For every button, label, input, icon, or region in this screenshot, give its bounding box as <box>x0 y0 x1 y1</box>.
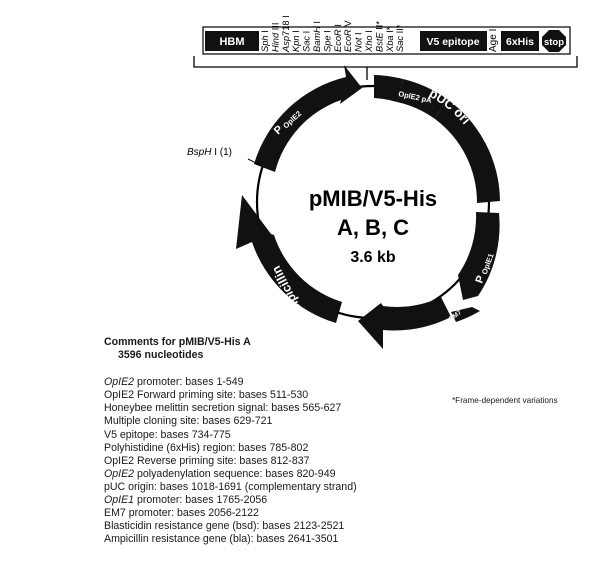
comment-line: V5 epitope: bases 734-775 <box>104 428 231 441</box>
mcs-site-2: Asp718 I <box>281 15 291 53</box>
comment-line: OpIE2 polyadenylation sequence: bases 82… <box>104 467 336 480</box>
mcs-site-4: Sac I <box>302 31 312 52</box>
mcs-site-1: Hind III <box>270 23 280 52</box>
comment-line: OpIE2 Reverse priming site: bases 812-83… <box>104 454 310 467</box>
svg-text:P: P <box>474 274 488 285</box>
his-label: 6xHis <box>506 36 534 48</box>
mcs-site-0: Sph I <box>260 30 270 52</box>
mcs-site-11: BstE II* <box>374 21 384 52</box>
comments-title: Comments for pMIB/V5-His A <box>104 336 251 348</box>
comment-line: pUC origin: bases 1018-1691 (complementa… <box>104 480 357 493</box>
mcs-site-8: EcoR V <box>343 20 353 52</box>
hbm-box <box>205 31 259 51</box>
oplie2-promoter-arrow <box>254 65 362 172</box>
frame-footnote: *Frame-dependent variations <box>452 396 558 405</box>
mcs-bracket <box>193 56 578 68</box>
mcs-site-7: EcoR I <box>333 24 343 52</box>
bsph-label: BspH I (1) <box>187 147 232 158</box>
comments-subtitle: 3596 nucleotides <box>118 349 204 362</box>
mcs-site-10: Xho I <box>364 30 374 53</box>
comment-line: Polyhistidine (6xHis) region: bases 785-… <box>104 441 309 454</box>
comment-line: OpIE1 promoter: bases 1765-2056 <box>104 494 268 507</box>
mcs-site-9: Not I <box>354 32 364 52</box>
puc-ori-block <box>435 99 500 203</box>
plasmid-variants: A, B, C <box>337 215 409 240</box>
mcs-site-5: BamH I <box>312 21 322 52</box>
mcs-site-3: Kpn I <box>291 30 301 52</box>
comment-line: Honeybee melittin secretion signal: base… <box>104 402 342 415</box>
comment-line: EM7 promoter: bases 2056-2122 <box>104 507 259 520</box>
oplie1-promoter-arrow <box>458 212 500 300</box>
ampicillin-arrow <box>236 195 342 323</box>
blasticidin-arrow <box>358 297 451 349</box>
em7-block <box>451 307 480 322</box>
age-site: Age I <box>488 29 499 52</box>
plasmid-size: 3.6 kb <box>350 249 396 266</box>
comment-line: OpIE2 Forward priming site: bases 511-53… <box>104 389 309 402</box>
hbm-label: HBM <box>219 36 244 48</box>
comment-line: OpIE2 promoter: bases 1-549 <box>104 376 244 389</box>
v5-box <box>420 31 487 51</box>
comment-line: Ampicillin resistance gene (bla): bases … <box>104 533 339 546</box>
mcs-block <box>374 75 403 102</box>
v5-label: V5 epitope <box>426 36 479 48</box>
bsph-tick <box>247 158 263 167</box>
mcs-site-6: Spe I <box>322 30 332 52</box>
comment-line: Blasticidin resistance gene (bsd): bases… <box>104 520 345 533</box>
stop-octagon <box>542 30 566 52</box>
plasmid-name: pMIB/V5-His <box>309 186 437 211</box>
stop-label: stop <box>544 37 564 48</box>
mcs-site-12: Xba I* <box>385 26 395 53</box>
mcs-site-13: Sac II* <box>395 24 405 52</box>
his-box <box>501 31 539 51</box>
oplie2-pa-block <box>397 79 447 119</box>
comments-block: Comments for pMIB/V5-His A 3596 nucleoti… <box>104 336 357 546</box>
comment-line: Multiple cloning site: bases 629-721 <box>104 415 273 428</box>
